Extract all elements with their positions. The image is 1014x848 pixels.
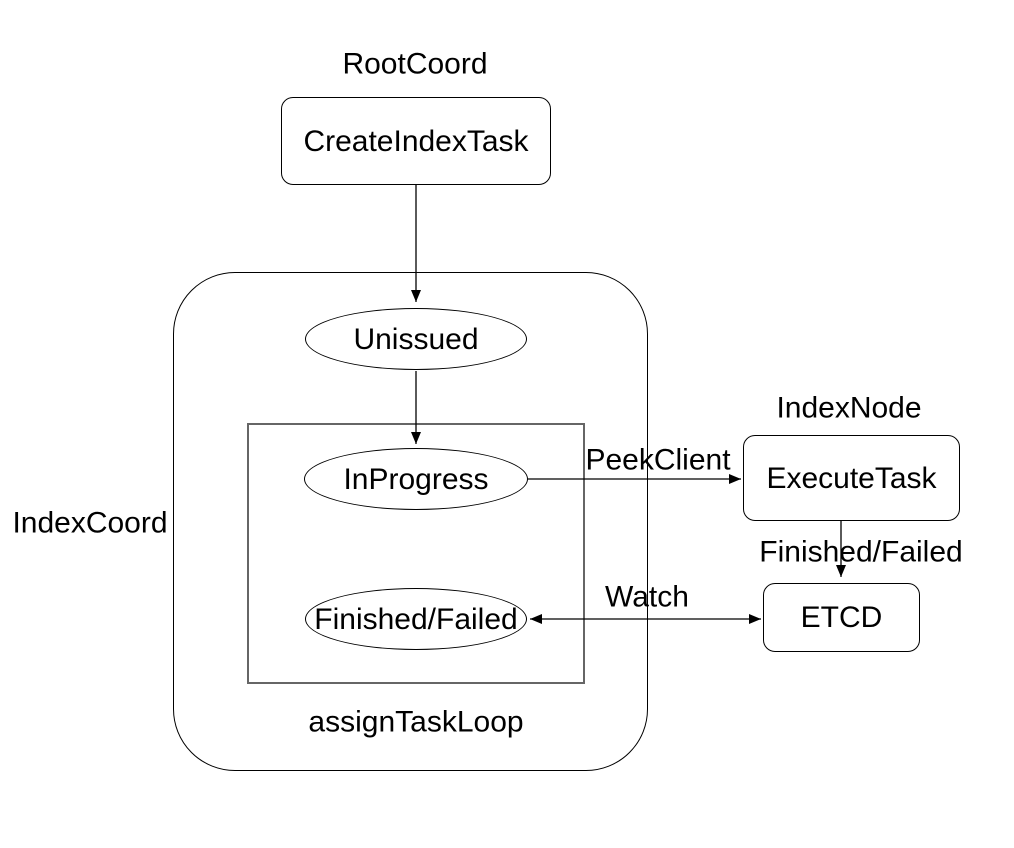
node-create-index-task: CreateIndexTask: [281, 97, 551, 185]
node-finished-failed-label: Finished/Failed: [314, 602, 518, 636]
group-index-coord: [173, 272, 648, 771]
node-execute-task: ExecuteTask: [743, 435, 960, 521]
node-in-progress: InProgress: [304, 448, 528, 510]
edge-label-finished-failed: Finished/Failed: [759, 535, 963, 569]
section-label-index-node: IndexNode: [776, 391, 922, 425]
node-unissued: Unissued: [305, 308, 527, 370]
group-label-assign-task-loop: assignTaskLoop: [308, 705, 524, 739]
section-label-root-coord: RootCoord: [342, 47, 488, 81]
group-label-index-coord: IndexCoord: [12, 506, 168, 540]
node-etcd: ETCD: [763, 583, 920, 652]
node-execute-task-label: ExecuteTask: [766, 461, 937, 495]
node-unissued-label: Unissued: [353, 322, 479, 356]
node-create-index-task-label: CreateIndexTask: [303, 124, 529, 158]
node-finished-failed: Finished/Failed: [305, 588, 527, 650]
edge-label-peek-client: PeekClient: [585, 443, 731, 477]
edge-label-watch: Watch: [605, 580, 689, 614]
node-in-progress-label: InProgress: [343, 462, 489, 496]
node-etcd-label: ETCD: [800, 601, 883, 634]
